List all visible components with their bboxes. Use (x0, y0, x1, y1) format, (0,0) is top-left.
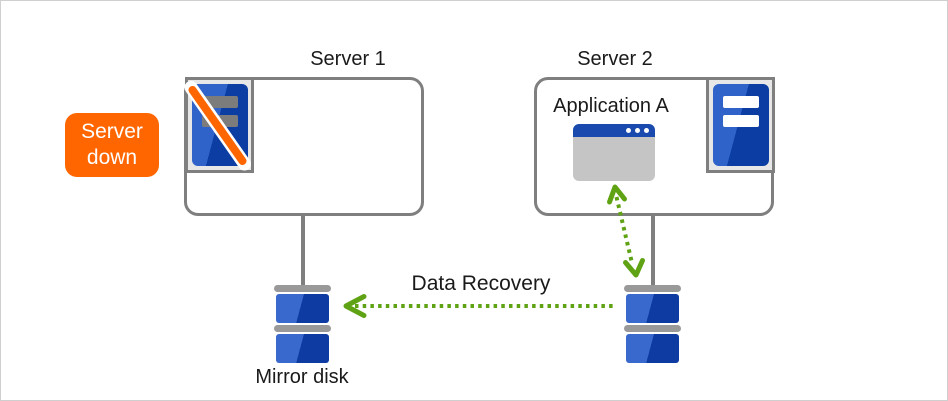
app-window-icon (573, 124, 655, 181)
app-window-titlebar (573, 124, 655, 137)
mirror-disk-label: Mirror disk (255, 366, 349, 388)
tower-slot-bar (722, 115, 759, 127)
server1-disk-connector (301, 214, 305, 287)
server2-icon-frame (706, 77, 775, 173)
server1-label: Server 1 (310, 48, 386, 70)
dotted-left-arrow-icon (343, 294, 613, 318)
server-down-badge: Server down (65, 113, 159, 177)
data-recovery-label: Data Recovery (411, 272, 551, 295)
tower-slot-bar (201, 96, 238, 108)
disk-platter (276, 334, 329, 363)
titlebar-dot-icon (626, 128, 631, 133)
server-down-badge-text: Server down (81, 120, 143, 169)
server-tower-down-icon (191, 84, 248, 166)
disk-cap (274, 325, 331, 332)
disk-cap (624, 325, 681, 332)
titlebar-dot-icon (635, 128, 640, 133)
disk-platter (626, 334, 679, 363)
disk-platter (276, 294, 329, 323)
server2-disk-connector (651, 214, 655, 287)
disk-platter (626, 294, 679, 323)
tower-slot-bar (201, 115, 238, 127)
server-tower-icon (712, 84, 769, 166)
tower-slot-bar (722, 96, 759, 108)
server1-icon-frame (185, 77, 254, 173)
application-label: Application A (553, 95, 669, 117)
app-window-body (573, 137, 655, 181)
titlebar-dot-icon (644, 128, 649, 133)
server2-label: Server 2 (577, 48, 653, 70)
mirror-disk-stack-icon-server1 (274, 285, 331, 363)
disk-cap (624, 285, 681, 292)
mirror-disk-stack-icon-server2 (624, 285, 681, 363)
disk-cap (274, 285, 331, 292)
